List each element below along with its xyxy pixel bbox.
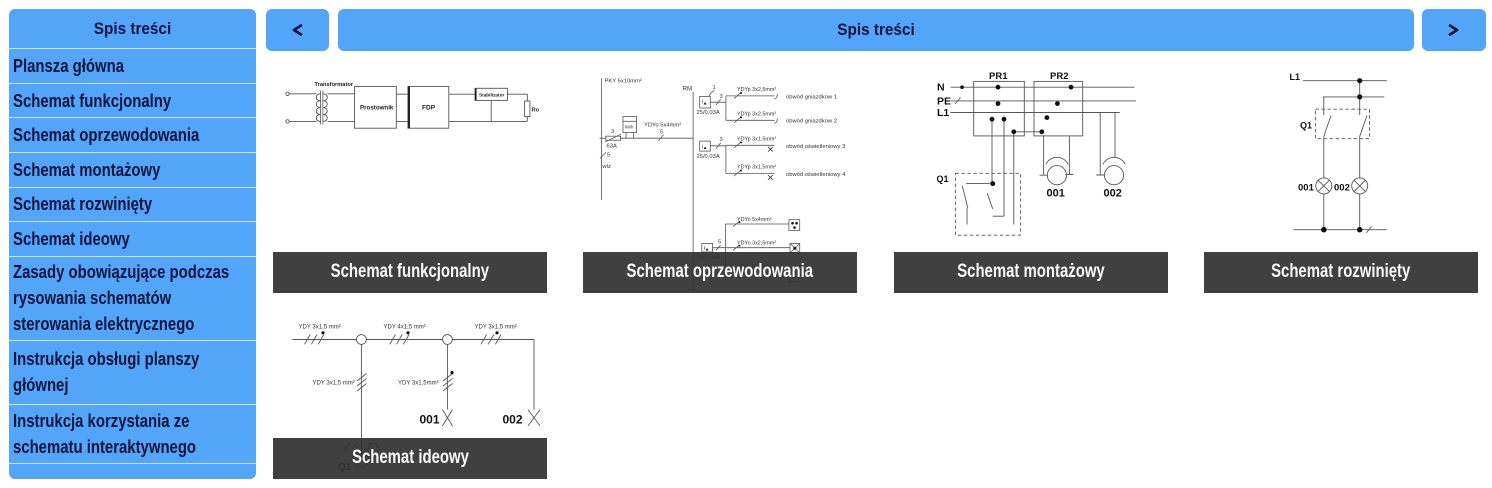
svg-text:FDP: FDP [422,105,436,112]
svg-text:002: 002 [1334,182,1350,193]
svg-text:YDY 4x1,5 mm²: YDY 4x1,5 mm² [384,325,426,331]
svg-text:Transformator: Transformator [315,82,354,88]
svg-text:obwód oświetleniowy 4: obwód oświetleniowy 4 [786,172,846,178]
svg-text:I: I [702,100,703,106]
svg-text:L1: L1 [937,107,949,119]
svg-text:I: I [702,144,703,150]
svg-text:002: 002 [1104,188,1122,200]
svg-text:Stabilizator: Stabilizator [479,93,504,98]
svg-text:N: N [937,82,945,94]
svg-text:YDY 3x1,5 mm²: YDY 3x1,5 mm² [299,325,341,331]
svg-text:obwód gniazdkow 1: obwód gniazdkow 1 [786,94,837,100]
svg-text:PKY 5x10mm²: PKY 5x10mm² [605,79,642,85]
svg-text:Ro: Ro [532,108,540,114]
svg-text:Prostownik: Prostownik [360,105,394,112]
svg-text:YDYp 3x2,5mm²: YDYp 3x2,5mm² [737,87,776,93]
svg-text:001: 001 [1298,182,1315,193]
svg-text:YDYp 3x2,5mm²: YDYp 3x2,5mm² [737,111,776,117]
svg-text:YDYp 3x1,5mm²: YDYp 3x1,5mm² [737,136,776,142]
svg-text:001: 001 [420,413,440,427]
svg-text:YDY 3x1,5 mm²: YDY 3x1,5 mm² [313,381,355,387]
svg-text:3: 3 [720,137,723,143]
svg-text:5: 5 [718,240,721,246]
svg-text:PR2: PR2 [1050,71,1068,82]
svg-text:YDY 3x1,5 mm²: YDY 3x1,5 mm² [475,325,517,331]
svg-text:wlz: wlz [602,164,611,170]
svg-text:obwód gniazdkow 2: obwód gniazdkow 2 [786,119,837,125]
svg-text:YDYo 5x4mm²: YDYo 5x4mm² [644,123,681,129]
svg-text:YDYo 5x4mm²: YDYo 5x4mm² [737,217,772,223]
svg-text:3: 3 [720,94,723,100]
svg-text:Q1: Q1 [937,174,949,184]
svg-text:5: 5 [607,153,610,159]
svg-text:Q1: Q1 [1300,120,1312,130]
svg-text:L1: L1 [1290,72,1301,82]
svg-text:001: 001 [1047,188,1065,200]
svg-text:3: 3 [611,129,614,135]
svg-text:YDYo 3x2,5mm²: YDYo 3x2,5mm² [737,240,776,246]
svg-text:PR1: PR1 [989,71,1008,82]
svg-text:002: 002 [503,413,523,427]
svg-text:25/0,03A: 25/0,03A [697,110,720,116]
svg-text:1: 1 [713,85,716,91]
svg-text:PE: PE [937,95,951,107]
svg-text:RM: RM [683,86,693,93]
svg-text:5: 5 [660,130,663,136]
svg-text:63A: 63A [607,144,617,150]
svg-text:YDYp 3x1,5mm²: YDYp 3x1,5mm² [737,165,776,171]
svg-text:YDY 3x1,5mm²: YDY 3x1,5mm² [398,381,439,387]
svg-text:kWh: kWh [625,125,634,130]
svg-text:obwód oświetleniowy 3: obwód oświetleniowy 3 [786,144,845,150]
svg-text:25/0,03A: 25/0,03A [697,154,720,160]
svg-text:I: I [704,246,705,252]
